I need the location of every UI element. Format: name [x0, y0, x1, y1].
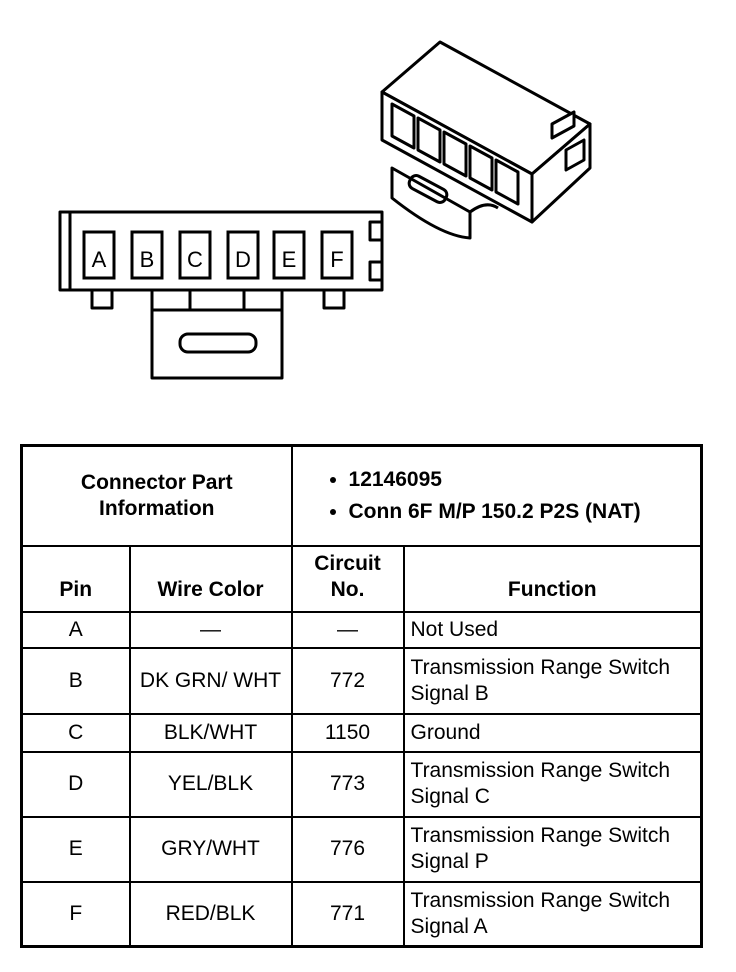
pin-cell: C	[20, 712, 131, 753]
column-header-row: Pin Wire Color Circuit No. Function	[20, 544, 703, 613]
part-numbers-list: 12146095 Conn 6F M/P 150.2 P2S (NAT)	[327, 467, 694, 525]
function-cell: Ground	[402, 712, 703, 753]
pin-cavity-b: B	[130, 230, 164, 280]
table-row: C BLK/WHT 1150 Ground	[20, 712, 703, 753]
pin-cell: B	[20, 646, 131, 715]
function-cell: Transmission Range Switch Signal P	[402, 815, 703, 883]
pin-cell: E	[20, 815, 131, 883]
pin-cavity-d: D	[226, 230, 260, 280]
table-row: F RED/BLK 771 Transmission Range Switch …	[20, 880, 703, 948]
pin-cell: A	[20, 610, 131, 649]
connector-isometric-drawing	[380, 40, 592, 240]
connector-info-table: Connector Part Information 12146095 Conn…	[20, 444, 703, 948]
pin-label-e: E	[282, 247, 297, 272]
pin-cavity-f: F	[320, 230, 354, 280]
circuit-cell: —	[290, 610, 405, 649]
part-info-label-cell: Connector Part Information	[20, 444, 293, 547]
pin-cavity-c: C	[178, 230, 212, 280]
wire-color-cell: GRY/WHT	[128, 815, 293, 883]
pin-cell: D	[20, 750, 131, 818]
connector-diagram: A B C D E F	[58, 40, 592, 380]
wire-color-cell: —	[128, 610, 293, 649]
pin-label-a: A	[92, 247, 107, 272]
pin-cavity-e: E	[272, 230, 306, 280]
table-row: E GRY/WHT 776 Transmission Range Switch …	[20, 815, 703, 883]
part-info-row: Connector Part Information 12146095 Conn…	[20, 444, 703, 547]
pin-label-f: F	[330, 247, 343, 272]
part-numbers-cell: 12146095 Conn 6F M/P 150.2 P2S (NAT)	[290, 444, 703, 547]
part-number-item: 12146095	[349, 467, 694, 493]
table-row: D YEL/BLK 773 Transmission Range Switch …	[20, 750, 703, 818]
circuit-cell: 772	[290, 646, 405, 715]
col-header-circuit-no: Circuit No.	[290, 544, 405, 613]
circuit-cell: 771	[290, 880, 405, 948]
wire-color-cell: YEL/BLK	[128, 750, 293, 818]
function-cell: Not Used	[402, 610, 703, 649]
part-info-label: Connector Part Information	[80, 470, 233, 520]
col-header-wire-color: Wire Color	[128, 544, 293, 613]
col-header-circuit-line1: Circuit	[314, 551, 381, 575]
wire-color-cell: DK GRN/ WHT	[128, 646, 293, 715]
circuit-cell: 776	[290, 815, 405, 883]
pin-label-b: B	[140, 247, 155, 272]
wire-color-cell: RED/BLK	[128, 880, 293, 948]
function-cell: Transmission Range Switch Signal B	[402, 646, 703, 715]
pin-label-c: C	[187, 247, 203, 272]
circuit-cell: 773	[290, 750, 405, 818]
col-header-circuit-line2: No.	[330, 577, 365, 601]
pin-cavity-a: A	[82, 230, 116, 280]
table-row: A — — Not Used	[20, 610, 703, 649]
pin-cell: F	[20, 880, 131, 948]
function-cell: Transmission Range Switch Signal A	[402, 880, 703, 948]
wire-color-cell: BLK/WHT	[128, 712, 293, 753]
table-row: B DK GRN/ WHT 772 Transmission Range Swi…	[20, 646, 703, 715]
col-header-function: Function	[402, 544, 703, 613]
function-cell: Transmission Range Switch Signal C	[402, 750, 703, 818]
col-header-pin: Pin	[20, 544, 131, 613]
pin-label-d: D	[235, 247, 251, 272]
part-number-item: Conn 6F M/P 150.2 P2S (NAT)	[349, 499, 694, 525]
circuit-cell: 1150	[290, 712, 405, 753]
